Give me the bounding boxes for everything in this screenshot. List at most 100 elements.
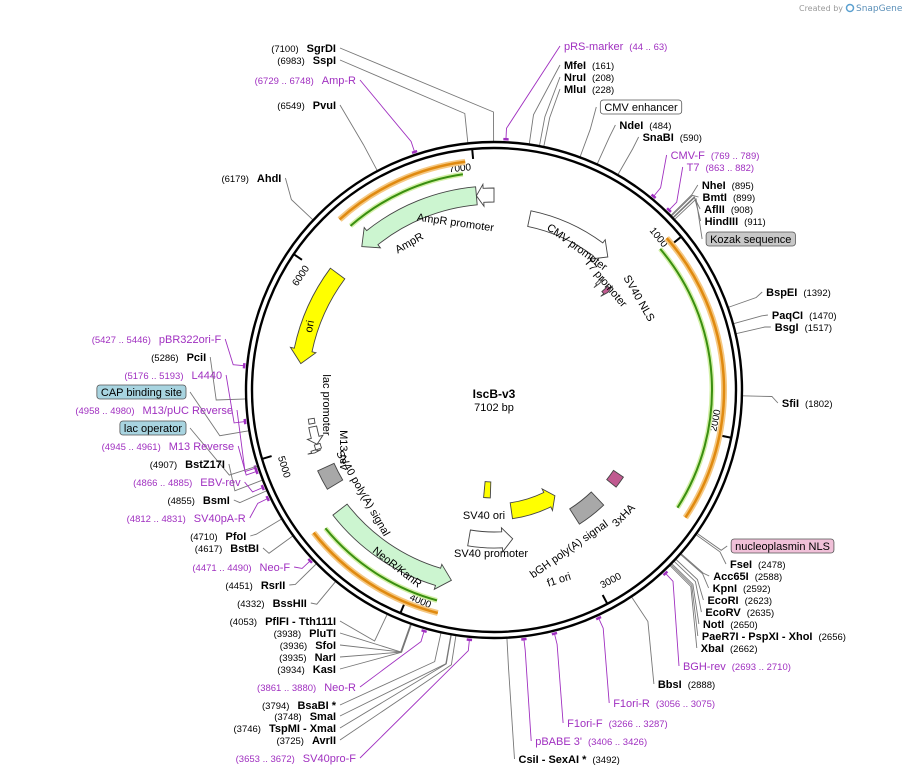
enzyme-name: EcoRV bbox=[705, 607, 741, 619]
primer-site-mark bbox=[307, 558, 313, 564]
annotation-nrui: NruI(208) bbox=[564, 72, 614, 84]
enzyme-name: AvrII bbox=[312, 735, 336, 747]
annotation-position: (4958 .. 4980) bbox=[75, 406, 134, 417]
leader-line bbox=[262, 535, 294, 554]
feature-ori bbox=[289, 267, 346, 365]
annotation-position: (6729 .. 6748) bbox=[255, 76, 314, 87]
enzyme-name: NdeI bbox=[619, 120, 643, 132]
annotation-noti: NotI(2650) bbox=[703, 619, 758, 631]
feature-m13-rev bbox=[307, 448, 322, 455]
annotation-position: (3934) bbox=[277, 665, 304, 676]
primer-name: M13 Reverse bbox=[169, 441, 234, 453]
leader-line bbox=[339, 623, 413, 670]
leader-line bbox=[359, 638, 470, 759]
leader-line bbox=[528, 64, 561, 145]
enzyme-name: PvuI bbox=[313, 100, 336, 112]
annotation-m13-reverse: (4945 .. 4961)M13 Reverse bbox=[102, 441, 235, 453]
leader-line bbox=[543, 88, 561, 148]
annotation-ebv-rev: (4866 .. 4885)EBV-rev bbox=[133, 477, 241, 489]
feature-tag-label: lac operator bbox=[124, 423, 182, 435]
feature-cmv-promoter bbox=[527, 210, 609, 260]
primer-name: EBV-rev bbox=[200, 477, 241, 489]
annotation-position: (2635) bbox=[747, 608, 774, 619]
annotation-position: (1802) bbox=[805, 399, 832, 410]
annotation-ecorv: EcoRV (2635) bbox=[705, 607, 774, 619]
annotation-position: (3725) bbox=[276, 736, 303, 747]
primer-site-mark bbox=[411, 149, 418, 154]
annotation-position: (161) bbox=[592, 61, 614, 72]
feature-sv40-promoter bbox=[467, 526, 514, 554]
annotation-neo-f: (4471 .. 4490)Neo-F bbox=[192, 562, 290, 574]
leader-line bbox=[209, 356, 247, 401]
leader-line bbox=[670, 184, 699, 217]
primer-site-mark bbox=[260, 484, 265, 491]
annotation-position: (7100) bbox=[271, 44, 298, 55]
ruler-label: 6000 bbox=[291, 263, 313, 288]
annotation-position: (2656) bbox=[818, 632, 845, 643]
enzyme-name: SmaI bbox=[310, 711, 336, 723]
orf-bar-inner bbox=[324, 527, 438, 602]
annotation-nari: (3935)NarI bbox=[279, 652, 336, 664]
annotation-lac-operator: lac operator bbox=[119, 420, 187, 436]
feature-label: bGH poly(A) signal bbox=[528, 518, 611, 581]
annotation-snabi: SnaBI(590) bbox=[643, 132, 702, 144]
annotation-f1ori-f: F1ori-F(3266 .. 3287) bbox=[567, 718, 668, 730]
annotation-neo-r: (3861 .. 3880)Neo-R bbox=[257, 682, 356, 694]
leader-line bbox=[339, 104, 378, 172]
annotation-amp-r: (6729 .. 6748) Amp-R bbox=[255, 75, 356, 87]
annotation-cap-binding-site: CAP binding site bbox=[96, 384, 187, 400]
enzyme-name: XbaI bbox=[701, 643, 724, 655]
primer-site-mark bbox=[466, 638, 473, 642]
feature-neor-kanr bbox=[332, 503, 453, 591]
annotation-position: (899) bbox=[733, 193, 755, 204]
primer-name: BGH-rev bbox=[683, 661, 726, 673]
annotation-position: (208) bbox=[592, 73, 614, 84]
orf-bars bbox=[311, 158, 728, 616]
annotation-sv40pa-r: (4812 .. 4831) SV40pA-R bbox=[127, 513, 246, 525]
feature-sv40-ori bbox=[483, 481, 492, 499]
leader-line bbox=[673, 560, 702, 613]
annotation-ecori: EcoRI(2623) bbox=[707, 595, 772, 607]
enzyme-name: PfoI bbox=[226, 531, 247, 543]
annotation-nucleoplasmin-nls: nucleoplasmin NLS bbox=[730, 538, 835, 554]
annotation-position: (2693 .. 2710) bbox=[732, 662, 791, 673]
annotation-fsei: FseI(2478) bbox=[730, 559, 785, 571]
primer-name: SV40pA-R bbox=[194, 513, 246, 525]
primer-site-mark bbox=[242, 362, 246, 369]
feature-tag-label: CAP binding site bbox=[101, 387, 182, 399]
annotation-nhei: NheI(895) bbox=[702, 180, 754, 192]
primer-site-mark bbox=[243, 418, 247, 425]
leader-line bbox=[553, 632, 564, 724]
annotation-position: (863 .. 882) bbox=[706, 163, 755, 174]
primer-name: pRS-marker bbox=[564, 41, 624, 53]
annotation-position: (3936) bbox=[280, 641, 307, 652]
annotation-m13-puc-reverse: (4958 .. 4980)M13/pUC Reverse bbox=[75, 405, 233, 417]
annotation-position: (4812 .. 4831) bbox=[127, 514, 186, 525]
primer-name: L4440 bbox=[191, 370, 222, 382]
leader-line bbox=[727, 291, 763, 308]
enzyme-name: Acc65I bbox=[713, 571, 748, 583]
annotation-bsmi: (4855)BsmI bbox=[167, 495, 229, 507]
annotation-cmv-enhancer: CMV enhancer bbox=[599, 99, 683, 115]
annotations: (7100)SgrDI(6983)SspI(6729 .. 6748)Amp-R… bbox=[75, 41, 846, 766]
leader-line bbox=[680, 552, 710, 577]
annotation-position: (4617) bbox=[195, 544, 222, 555]
feature-tag-label: nucleoplasmin NLS bbox=[735, 541, 830, 553]
leader-line bbox=[310, 580, 337, 605]
leader-line bbox=[359, 629, 425, 688]
feature-label: ori bbox=[303, 319, 317, 333]
annotation-position: (895) bbox=[732, 181, 754, 192]
annotation-l4440: (5176 .. 5193)L4440 bbox=[124, 370, 222, 382]
ruler-tick bbox=[293, 253, 303, 261]
feature-label: M13 rev bbox=[337, 430, 349, 470]
annotation-position: (484) bbox=[649, 121, 671, 132]
leader-line bbox=[294, 559, 312, 569]
annotation-position: (3938) bbox=[274, 629, 301, 640]
annotation-bsshii: (4332)BssHII bbox=[237, 598, 307, 610]
annotation-position: (4332) bbox=[237, 599, 264, 610]
leader-line bbox=[284, 177, 314, 221]
ruler-tick bbox=[261, 455, 272, 460]
primer-name: Amp-R bbox=[322, 75, 356, 87]
annotation-position: (3746) bbox=[234, 724, 261, 735]
